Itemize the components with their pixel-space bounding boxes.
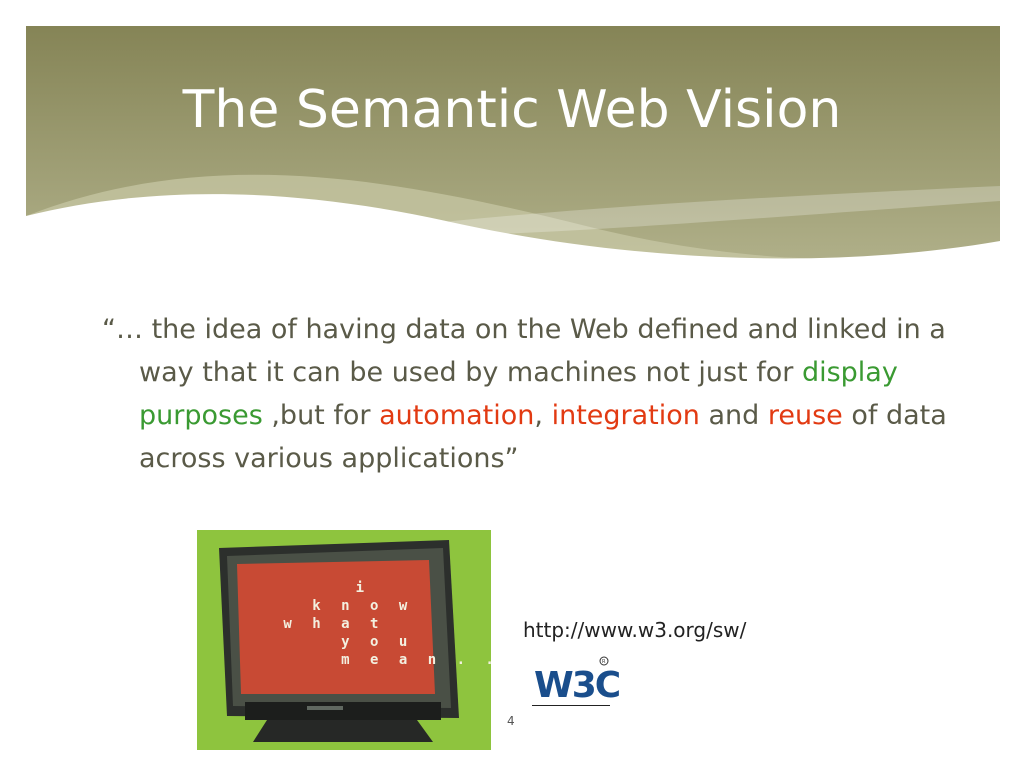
w3c-logo[interactable]: W3C R <box>532 653 622 707</box>
slide-number: 4 <box>507 714 515 728</box>
quote-part-2: ,but for <box>262 400 380 431</box>
highlight-reuse: reuse <box>767 400 843 431</box>
screen-line-1: i <box>269 580 371 596</box>
highlight-display-purposes: display purposes <box>139 357 898 431</box>
screen-line-5: m e a n . . <box>269 652 500 668</box>
header-banner <box>26 26 1000 286</box>
quote-part-4: and <box>699 400 768 431</box>
monitor-image: i k n o w w h a t y o u m e a n . . <box>197 530 494 750</box>
w3c-logo-text: W3C <box>534 665 620 706</box>
svg-text:R: R <box>602 659 606 665</box>
quote-text: “… the idea of having data on the Web de… <box>102 308 959 480</box>
monitor-icon <box>197 530 491 750</box>
screen-line-2: k n o w <box>269 598 414 614</box>
screen-line-4: y o u <box>269 634 414 650</box>
highlight-automation: automation <box>379 400 535 431</box>
w3c-url-link[interactable]: http://www.w3.org/sw/ <box>523 618 747 642</box>
logo-underline <box>532 705 610 706</box>
highlight-integration: integration <box>551 400 700 431</box>
screen-text: i k n o w w h a t y o u m e a n . . <box>197 530 493 750</box>
quote-part-3: , <box>534 400 552 431</box>
slide-title: The Semantic Web Vision <box>182 80 842 140</box>
quote-part-5: of data across various applications” <box>139 400 947 474</box>
screen-line-3: w h a t <box>269 616 385 632</box>
quote-part-1: “… the idea of having data on the Web de… <box>102 314 946 388</box>
header-wave-graphic <box>26 26 1000 286</box>
